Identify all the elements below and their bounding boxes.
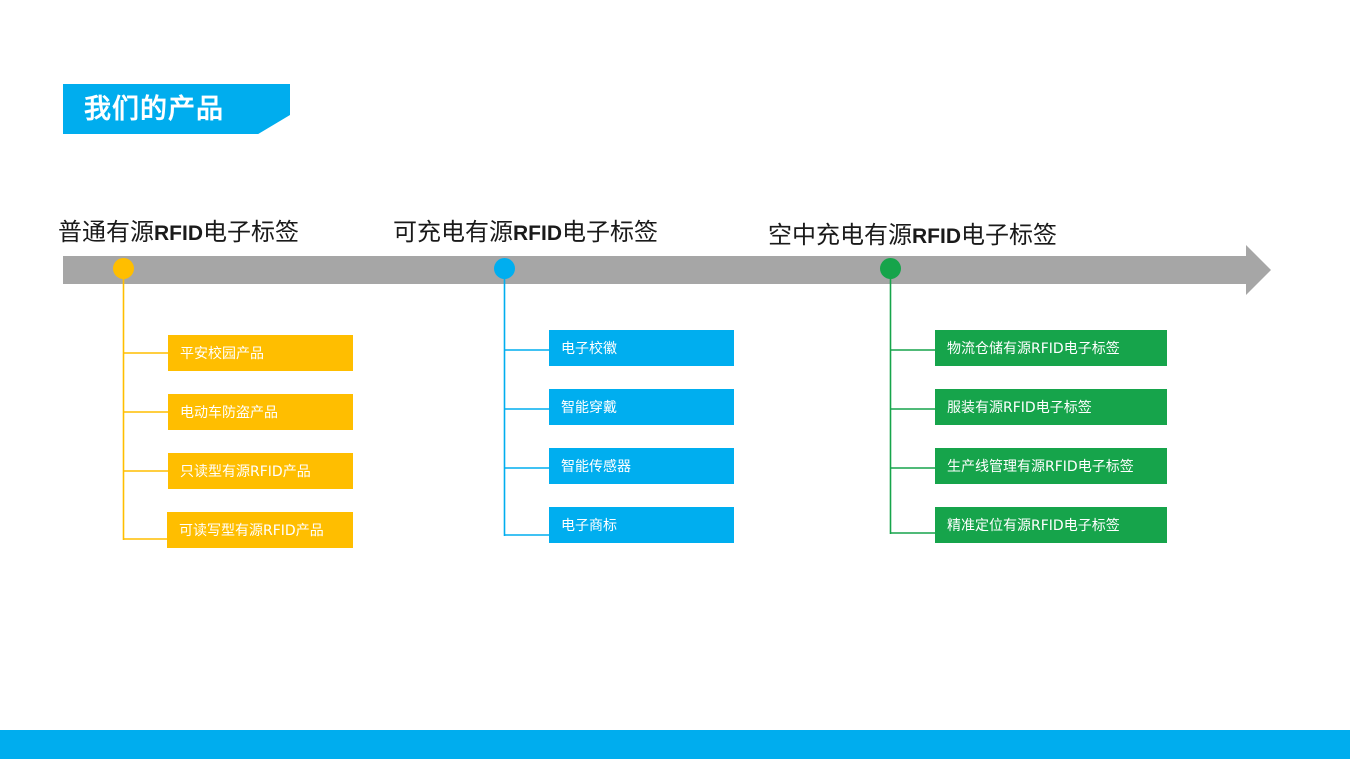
stage-label-rfid: RFID [912, 225, 961, 248]
page-title: 我们的产品 [84, 93, 224, 125]
stage-label-ordinary: 普通有源RFID电子标签 [58, 221, 299, 245]
branch-connector-lines-rechargeable [503, 268, 550, 536]
list-item[interactable]: 电子校徽 [549, 330, 734, 366]
stage-label-prefix: 普通有源 [58, 220, 154, 246]
list-item[interactable]: 物流仓储有源RFID电子标签 [935, 330, 1167, 366]
stage-label-suffix: 电子标签 [203, 220, 299, 246]
bottom-accent-bar [0, 730, 1350, 759]
stage-label-prefix: 空中充电有源 [768, 223, 912, 249]
timeline-arrow [63, 245, 1271, 295]
list-item[interactable]: 智能传感器 [549, 448, 734, 484]
list-item[interactable]: 平安校园产品 [168, 335, 353, 371]
list-item[interactable]: 电动车防盗产品 [168, 394, 353, 430]
stage-label-rechargeable: 可充电有源RFID电子标签 [393, 221, 658, 245]
stage-label-rfid: RFID [513, 222, 562, 245]
stage-label-suffix: 电子标签 [961, 223, 1057, 249]
list-item[interactable]: 电子商标 [549, 507, 734, 543]
list-item[interactable]: 只读型有源RFID产品 [168, 453, 353, 489]
branch-connector-lines-ordinary [122, 268, 169, 540]
list-item[interactable]: 智能穿戴 [549, 389, 734, 425]
stage-label-suffix: 电子标签 [562, 220, 658, 246]
branch-item-list-ordinary: 平安校园产品 电动车防盗产品 只读型有源RFID产品 可读写型有源RFID产品 [167, 335, 353, 548]
list-item[interactable]: 可读写型有源RFID产品 [167, 512, 353, 548]
page-title-banner: 我们的产品 [63, 84, 290, 134]
branch-item-list-wireless-charging: 物流仓储有源RFID电子标签 服装有源RFID电子标签 生产线管理有源RFID电… [935, 330, 1167, 543]
branch-connector-lines-wireless-charging [889, 268, 936, 534]
list-item[interactable]: 生产线管理有源RFID电子标签 [935, 448, 1167, 484]
stage-label-rfid: RFID [154, 222, 203, 245]
branch-item-list-rechargeable: 电子校徽 智能穿戴 智能传感器 电子商标 [549, 330, 734, 543]
list-item[interactable]: 服装有源RFID电子标签 [935, 389, 1167, 425]
stage-label-prefix: 可充电有源 [393, 220, 513, 246]
list-item[interactable]: 精准定位有源RFID电子标签 [935, 507, 1167, 543]
stage-label-wireless-charging: 空中充电有源RFID电子标签 [768, 224, 1057, 248]
